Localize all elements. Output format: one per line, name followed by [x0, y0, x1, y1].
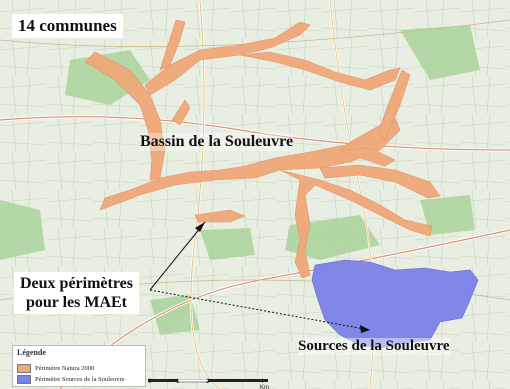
bassin-label: Bassin de la Souleuvre — [140, 133, 294, 151]
scale-tick: 0 — [148, 379, 152, 385]
mae-callout-line1: Deux périmètres — [20, 275, 133, 292]
legend: Légende Périmètre Natura 2000 Périmètre … — [12, 345, 146, 387]
scale-tick: 1 — [176, 379, 180, 385]
legend-item-label: Périmètre Sources de la Souleuvre — [35, 376, 125, 383]
sources-label: Sources de la Souleuvre — [298, 338, 450, 355]
callout-arrows — [149, 221, 371, 331]
legend-item-natura: Périmètre Natura 2000 — [17, 364, 94, 373]
legend-title: Légende — [17, 348, 46, 357]
mae-callout-label: Deux périmètres pour les MAEt — [14, 272, 139, 314]
map-title: 14 communes — [12, 14, 123, 38]
legend-item-sources: Périmètre Sources de la Souleuvre — [17, 375, 125, 384]
legend-item-label: Périmètre Natura 2000 — [35, 365, 95, 372]
natura-2000-perimeter — [84, 19, 441, 279]
scale-tick: 2 — [206, 379, 210, 385]
scale-bar-graphic — [148, 379, 268, 383]
mae-callout-line2: pour les MAEt — [25, 294, 128, 311]
natura-swatch — [17, 364, 31, 373]
sources-swatch — [17, 375, 31, 384]
scale-tick: 4 Km — [260, 379, 269, 389]
